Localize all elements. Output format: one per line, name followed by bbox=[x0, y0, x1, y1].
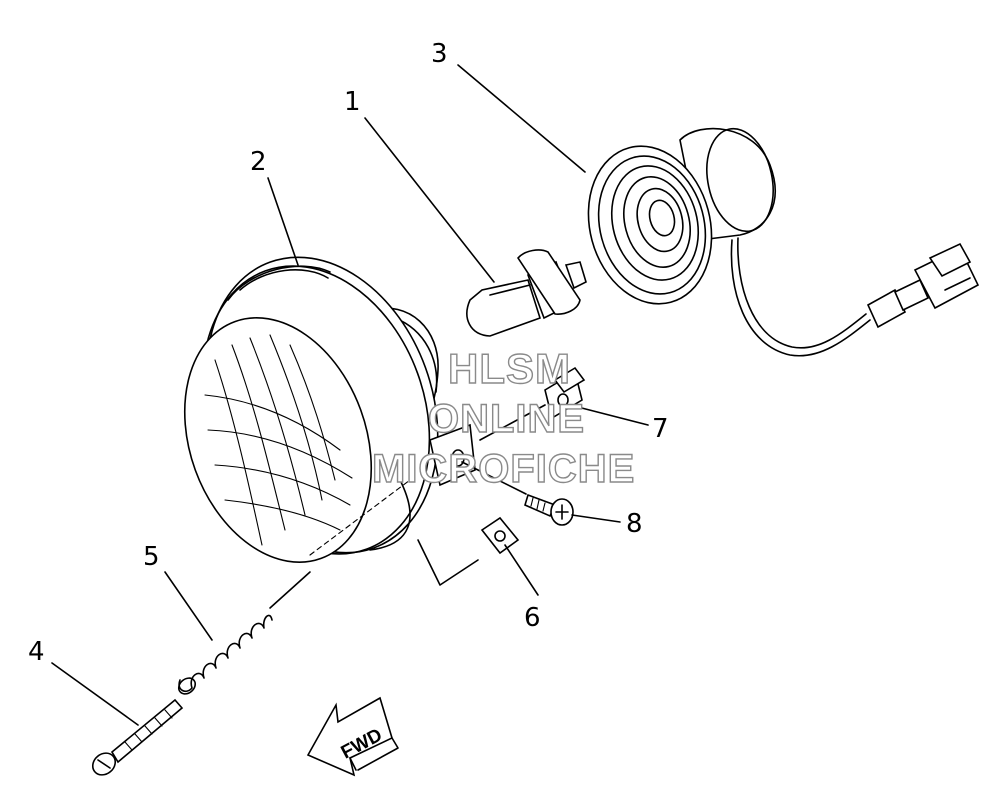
leader-lines bbox=[51, 64, 649, 726]
part-clip-nut bbox=[479, 366, 586, 441]
part-bulb bbox=[466, 249, 587, 337]
part-adjust-screw bbox=[91, 698, 184, 776]
watermark-line-3: MICROFICHE bbox=[372, 447, 635, 491]
callout-numbers: 1 2 3 4 5 6 7 8 bbox=[28, 39, 669, 667]
callout-4: 4 bbox=[28, 637, 45, 667]
callout-2: 2 bbox=[250, 147, 267, 177]
callout-3: 3 bbox=[431, 39, 448, 69]
part-spring bbox=[177, 571, 311, 695]
watermark-line-1: HLSM bbox=[448, 345, 571, 392]
watermark-line-2: ONLINE bbox=[428, 397, 585, 441]
part-screw bbox=[461, 461, 574, 526]
callout-6: 6 bbox=[524, 603, 541, 633]
part-headlight-housing bbox=[183, 256, 476, 563]
callout-5: 5 bbox=[143, 542, 160, 572]
callout-1: 1 bbox=[344, 87, 361, 117]
part-socket-assembly bbox=[587, 127, 980, 357]
watermark: HLSM ONLINE MICROFICHE bbox=[371, 344, 635, 491]
callout-7: 7 bbox=[652, 414, 669, 444]
callout-8: 8 bbox=[626, 509, 643, 539]
part-square-nut bbox=[417, 516, 520, 586]
fwd-direction-arrow: FWD bbox=[306, 696, 399, 777]
